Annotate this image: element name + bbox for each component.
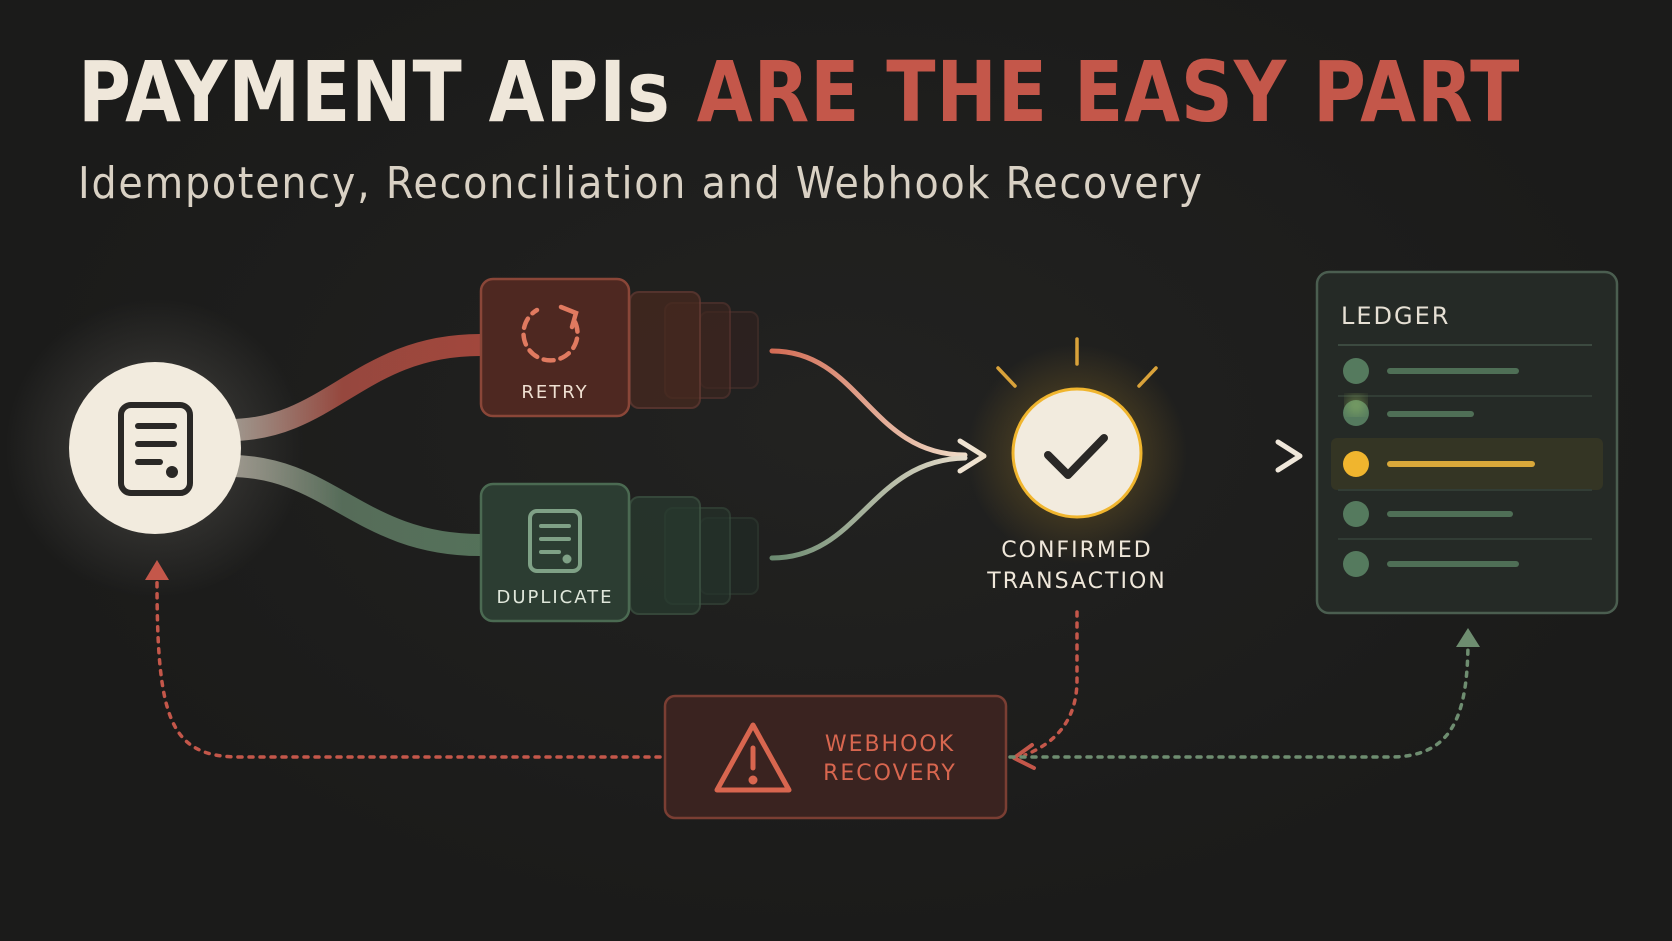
path-webhook-to-ledger: [1008, 638, 1470, 759]
retry-cycle-icon: [521, 304, 580, 363]
flow-retry-to-confirmed: [769, 348, 968, 458]
duplicate-label: DUPLICATE: [496, 587, 613, 608]
ledger-row: [1343, 501, 1513, 527]
flow-to-retry: [219, 334, 491, 441]
title-part-1: PAYMENT APIs: [78, 43, 671, 141]
checkmark-icon: [1044, 434, 1108, 479]
arrowhead-to-source: [145, 560, 169, 580]
page-title: PAYMENT APIs ARE THE EASY PART: [78, 50, 1520, 134]
document-icon: [118, 402, 193, 496]
arrowhead-to-ledger-dotted: [1456, 628, 1480, 647]
page-subtitle: Idempotency, Reconciliation and Webhook …: [78, 158, 1204, 209]
duplicate-document-icon: [528, 509, 582, 573]
webhook-label-line1: WEBHOOK: [825, 732, 955, 757]
source-node: [69, 362, 241, 534]
duplicate-stack: [629, 496, 759, 615]
glow-rays: [996, 337, 1158, 388]
flow-to-duplicate: [219, 455, 491, 556]
path-confirmed-to-webhook: [1023, 610, 1079, 757]
confirmed-node: [1011, 387, 1143, 519]
retry-box: [479, 277, 631, 418]
ledger-row: [1343, 358, 1519, 384]
ledger-row: [1343, 451, 1535, 477]
path-webhook-to-source: [155, 578, 662, 759]
arrowhead-to-ledger: [1275, 439, 1303, 473]
retry-label: RETRY: [521, 382, 588, 403]
ledger-rows: [1331, 358, 1603, 577]
flow-duplicate-to-confirmed: [769, 455, 968, 561]
ledger-title: LEDGER: [1341, 302, 1450, 330]
confirmed-label-line2: TRANSACTION: [986, 569, 1166, 594]
retry-stack: [629, 291, 759, 409]
ledger-row: [1343, 551, 1519, 577]
ledger-row: [1343, 395, 1474, 426]
confirmed-label-line1: CONFIRMED: [1001, 538, 1152, 563]
warning-triangle-icon: [714, 722, 792, 793]
webhook-recovery-box: [663, 694, 1008, 820]
title-part-2: ARE THE EASY PART: [696, 43, 1521, 141]
webhook-label-line2: RECOVERY: [823, 761, 957, 786]
